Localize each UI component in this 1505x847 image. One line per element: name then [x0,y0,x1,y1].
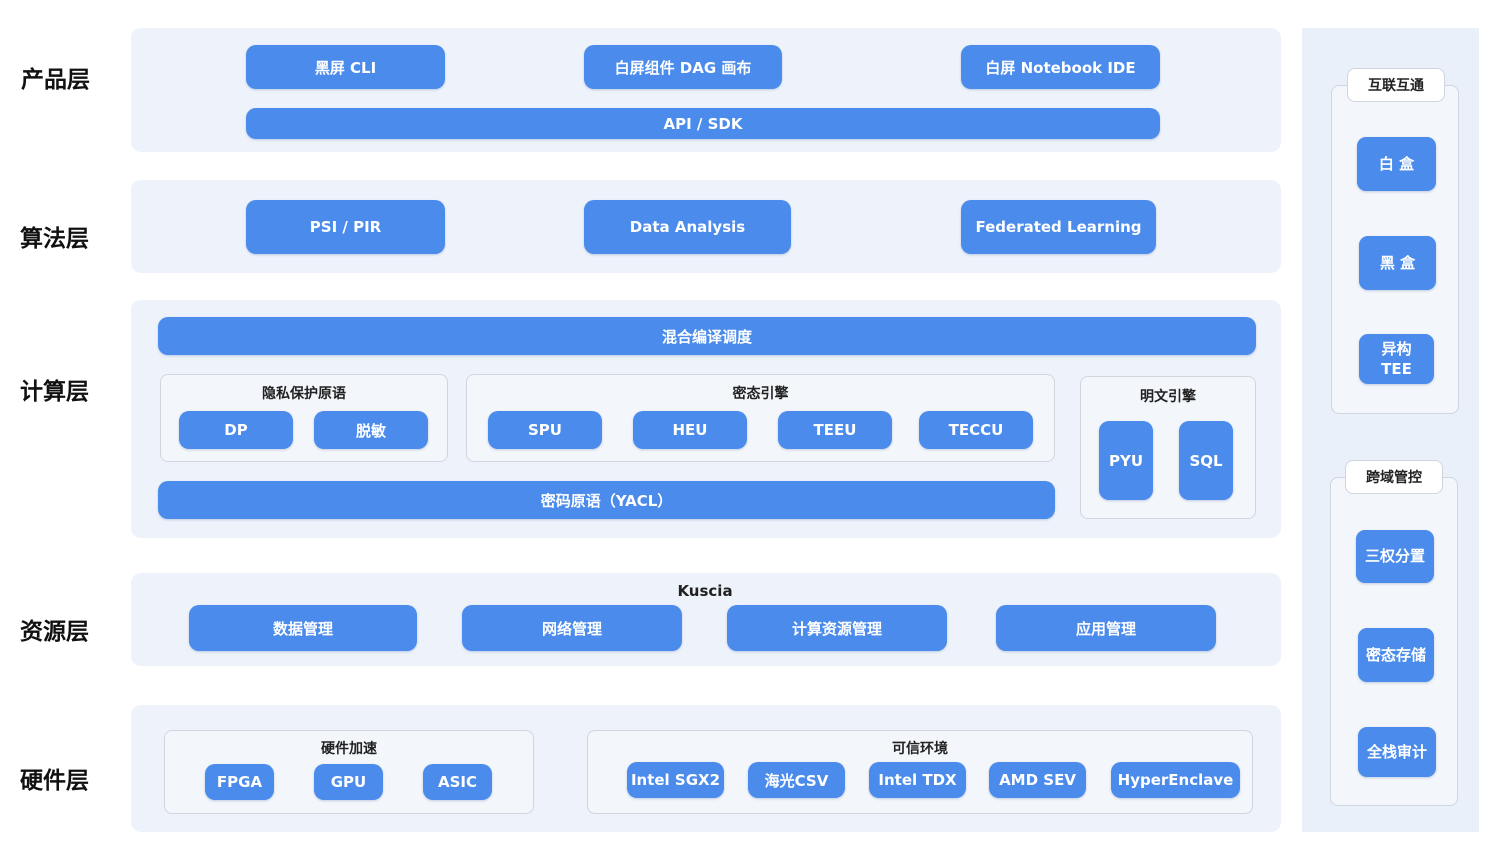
compute-resource-management-button[interactable]: 计算资源管理 [727,605,947,651]
dp-button[interactable]: DP [179,411,293,449]
spu-button[interactable]: SPU [488,411,602,449]
hetero-tee-button[interactable]: 异构 TEE [1359,334,1434,384]
data-management-button[interactable]: 数据管理 [189,605,417,651]
layer-label-product: 产品层 [21,67,90,93]
separation-of-powers-button[interactable]: 三权分置 [1356,530,1434,583]
interconnect-title: 互联互通 [1347,68,1445,102]
white-box-button[interactable]: 白 盒 [1357,137,1436,191]
algorithm-federated-learning-button[interactable]: Federated Learning [961,200,1156,254]
layer-label-algorithm: 算法层 [20,226,89,252]
layer-label-resource: 资源层 [20,619,89,645]
trusted-env-title: 可信环境 [892,741,948,757]
layer-label-compute: 计算层 [20,379,89,405]
black-box-button[interactable]: 黑 盒 [1359,236,1436,290]
app-management-button[interactable]: 应用管理 [996,605,1216,651]
yacl-crypto-primitives-bar[interactable]: 密码原语（YACL） [158,481,1055,519]
plain-engine-title: 明文引擎 [1140,389,1196,405]
algorithm-psi-pir-button[interactable]: PSI / PIR [246,200,445,254]
intel-tdx-button[interactable]: Intel TDX [869,762,966,798]
hygon-csv-button[interactable]: 海光CSV [748,762,845,798]
product-notebook-ide-button[interactable]: 白屏 Notebook IDE [961,45,1160,89]
hardware-accel-title: 硬件加速 [321,741,377,757]
algorithm-data-analysis-button[interactable]: Data Analysis [584,200,791,254]
kuscia-title: Kuscia [677,582,733,600]
privacy-primitives-title: 隐私保护原语 [262,386,346,402]
cipher-engine-title: 密态引擎 [732,386,789,402]
sql-button[interactable]: SQL [1179,421,1233,500]
network-management-button[interactable]: 网络管理 [462,605,682,651]
teeu-button[interactable]: TEEU [778,411,892,449]
asic-button[interactable]: ASIC [423,764,492,800]
pyu-button[interactable]: PYU [1099,421,1153,500]
product-dag-canvas-button[interactable]: 白屏组件 DAG 画布 [584,45,782,89]
hetero-tee-line2: TEE [1381,360,1412,378]
cross-domain-control-title: 跨域管控 [1345,460,1443,494]
encrypted-storage-button[interactable]: 密态存储 [1358,628,1434,682]
amd-sev-button[interactable]: AMD SEV [989,762,1086,798]
hybrid-compile-scheduler-bar[interactable]: 混合编译调度 [158,317,1256,355]
gpu-button[interactable]: GPU [314,764,383,800]
api-sdk-bar[interactable]: API / SDK [246,108,1160,139]
hetero-tee-line1: 异构 [1381,339,1412,358]
intel-sgx2-button[interactable]: Intel SGX2 [627,762,724,798]
layer-label-hardware: 硬件层 [20,768,89,794]
teccu-button[interactable]: TECCU [919,411,1033,449]
fpga-button[interactable]: FPGA [205,764,274,800]
heu-button[interactable]: HEU [633,411,747,449]
desensitize-button[interactable]: 脱敏 [314,411,428,449]
full-stack-audit-button[interactable]: 全栈审计 [1358,727,1436,777]
product-cli-button[interactable]: 黑屏 CLI [246,45,445,89]
hyperenclave-button[interactable]: HyperEnclave [1111,762,1240,798]
